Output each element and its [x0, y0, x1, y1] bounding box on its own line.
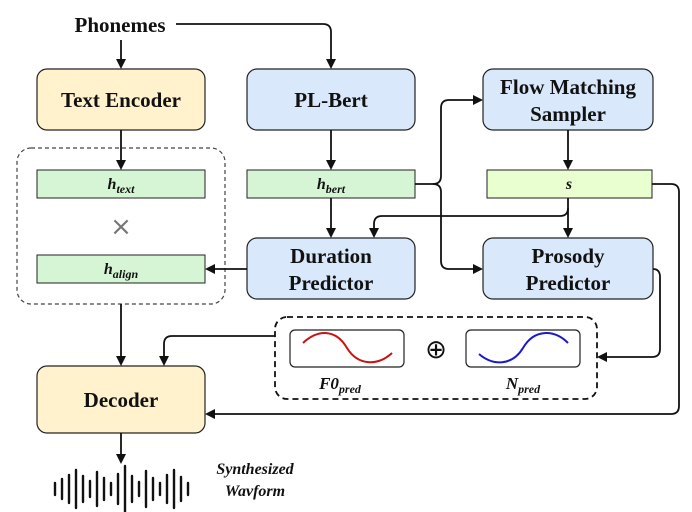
h-align-label: halign: [104, 261, 139, 281]
pl-bert-label: PL-Bert: [294, 88, 367, 112]
arrow-s-to-duration: [369, 198, 569, 238]
n-wave-curve: [478, 332, 569, 364]
arrow-h-bert-to-prosody: [432, 183, 483, 274]
f0-wave-curve: [302, 332, 393, 364]
style-vector-bar: [486, 169, 653, 199]
text-encoder-label: Text Encoder: [61, 88, 181, 112]
arrow-outputs-to-decoder: [159, 335, 275, 366]
f0-pred-label: F0pred: [318, 374, 362, 396]
phonemes-label: Phonemes: [75, 13, 166, 37]
plus-symbol: ⊕: [425, 335, 447, 365]
waveform-caption-line1: Synthesized: [216, 461, 294, 478]
prosody-predictor-label-line2: Predictor: [526, 271, 611, 295]
flow-matching-label-line1: Flow Matching: [500, 75, 636, 99]
arrow-phonemes-to-pl-bert: [176, 23, 336, 69]
duration-predictor-label-line1: Duration: [290, 244, 372, 268]
multiply-symbol: ×: [110, 212, 132, 242]
arrow-prosody-to-outputs: [597, 268, 661, 362]
arrow-s-to-decoder: [205, 183, 680, 419]
flow-matching-label-line2: Sampler: [530, 102, 606, 126]
connectors: [116, 23, 680, 464]
decoder-label: Decoder: [84, 388, 159, 412]
duration-predictor-label-line2: Predictor: [289, 271, 374, 295]
h-text-bar: [36, 169, 206, 199]
style-vector-label: s: [565, 176, 572, 193]
prosody-predictor-label-line1: Prosody: [531, 244, 605, 268]
waveform-caption-line2: Wavform: [225, 483, 285, 500]
h-text-label: htext: [108, 176, 136, 196]
waveform-icon: [53, 464, 190, 512]
h-bert-label: hbert: [317, 176, 346, 196]
h-bert-bar: [246, 169, 416, 199]
arrow-h-bert-to-flow-matching: [415, 95, 483, 185]
n-pred-label: Npred: [505, 374, 541, 396]
